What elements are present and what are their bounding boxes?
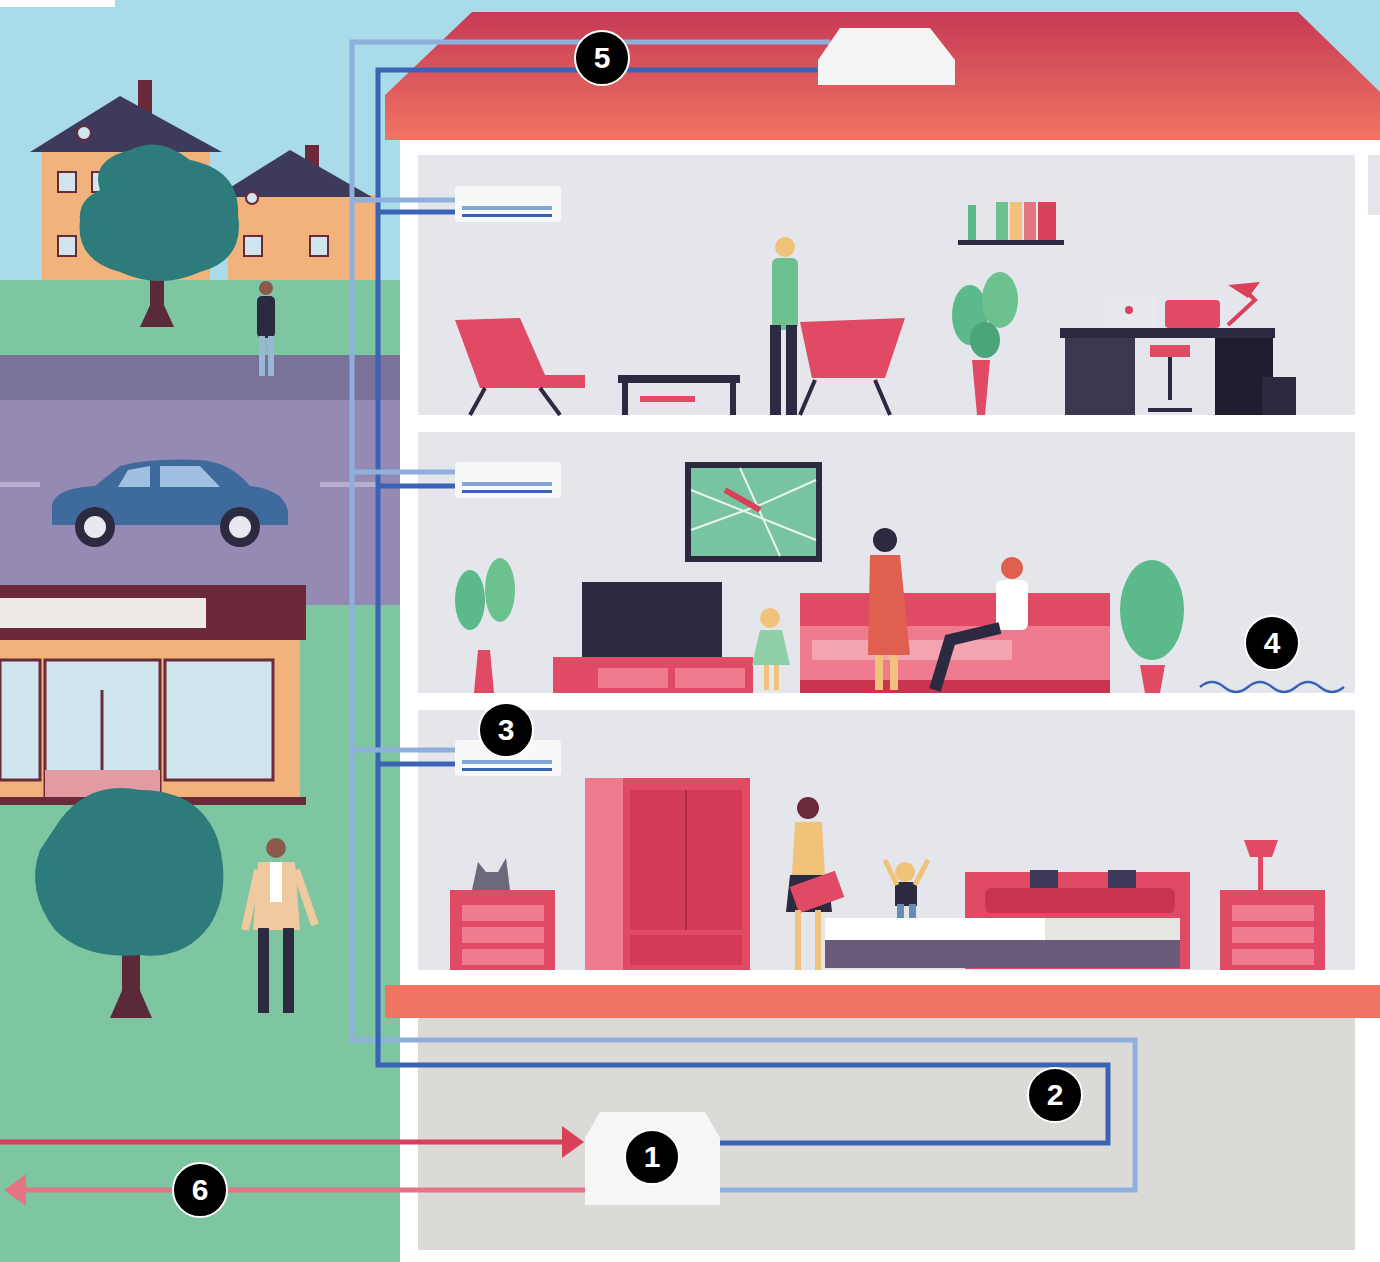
callout-number: 2 (1027, 1067, 1083, 1123)
callout-number: 5 (574, 30, 630, 86)
callout-number: 6 (172, 1162, 228, 1218)
callout-number: 4 (1244, 615, 1300, 671)
callout-number: 1 (624, 1129, 680, 1185)
callout-number: 3 (478, 702, 534, 758)
